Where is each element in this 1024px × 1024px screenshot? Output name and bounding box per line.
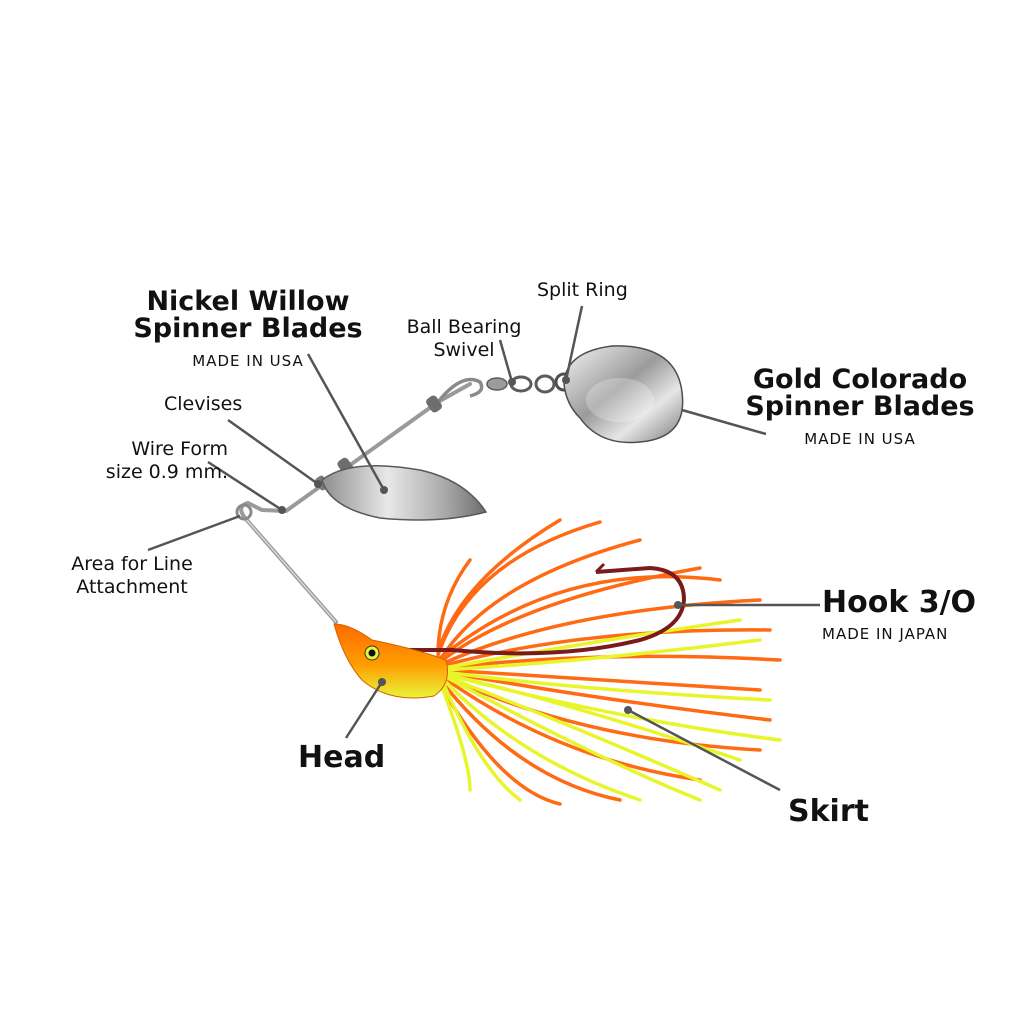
- head-label: Head: [298, 740, 386, 775]
- split-ring-label: Split Ring: [537, 279, 628, 301]
- willow-blade: [321, 465, 488, 521]
- line-attachment-label: Area for Line Attachment: [71, 553, 193, 598]
- hook-title: Hook 3/O: [822, 585, 977, 620]
- skirt: [436, 518, 782, 806]
- leader-lines: [147, 305, 820, 792]
- wire-form-label: Wire Form size 0.9 mm.: [105, 438, 228, 483]
- nickel-willow-title: Nickel Willow Spinner Blades: [133, 286, 363, 344]
- leader-dots: [278, 376, 682, 714]
- nickel-willow-origin: MADE IN USA: [192, 352, 304, 370]
- line-tie-loop: [235, 503, 253, 521]
- hook: [360, 562, 687, 656]
- gold-colorado-title: Gold Colorado Spinner Blades: [745, 364, 975, 422]
- ball-bearing-swivel-label: Ball Bearing Swivel: [406, 316, 522, 361]
- skirt-label: Skirt: [788, 794, 869, 829]
- hook-origin: MADE IN JAPAN: [822, 625, 949, 643]
- swivel-and-split-ring: [486, 372, 574, 394]
- jig-head: [333, 623, 448, 699]
- gold-colorado-origin: MADE IN USA: [804, 430, 916, 448]
- wire-form: [235, 377, 484, 624]
- clevises-label: Clevises: [164, 393, 243, 415]
- colorado-blade: [563, 345, 684, 444]
